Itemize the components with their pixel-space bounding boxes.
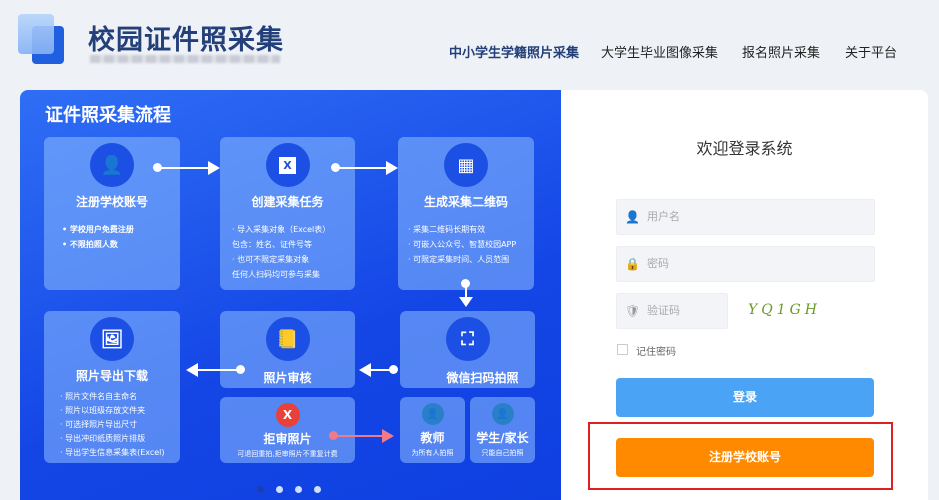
step-reject: X 拒审照片 可退回重拍,拒审照片不重复计费 [220,397,355,463]
highlight-box [588,422,893,490]
step-item: · 也可不限定采集对象 [232,255,310,264]
step-review: 📒 照片审核 [220,311,355,388]
site-title: 校园证件照采集 [88,25,284,56]
step-item: · 可选择照片导出尺寸 [60,420,138,429]
step-title: 拒审照片 [263,432,312,446]
shield-icon: 🛡 [625,304,641,318]
image-download-icon: 🖼 [90,317,134,361]
step-item: • 不限拍照人数 [62,240,118,249]
step-item: · 导出冲印纸质照片排版 [60,434,146,443]
step-title: 照片审核 [263,371,312,385]
step-item: · 可嵌入公众号、智慧校园APP [408,240,517,249]
role-title: 教师 [420,431,445,445]
nav-registration-photo[interactable]: 报名照片采集 [742,46,821,61]
carousel-dot-active[interactable] [257,486,264,493]
scan-icon: ⛶ [445,317,490,361]
step-create-task: X 创建采集任务 · 导入采集对象（Excel表） 包含：姓名、证件号等 · 也可… [220,137,355,290]
step-title: 微信扫码拍照 [446,371,519,385]
step-register: 👤 注册学校账号 • 学校用户免费注册 • 不限拍照人数 [44,137,180,290]
remember-checkbox[interactable] [617,344,628,355]
captcha-input[interactable]: 🛡验证码 [616,293,728,329]
carousel-dot[interactable] [276,486,283,493]
step-wechat-scan: ⛶ 微信扫码拍照 [400,311,535,388]
arrow-right-icon [331,161,398,175]
role-desc: 为所有人拍照 [411,449,454,457]
arrow-left-icon [359,363,398,377]
step-desc: 可退回重拍,拒审照片不重复计费 [237,450,338,458]
arrow-right-icon [153,161,220,175]
step-qr-code: ▦ 生成采集二维码 · 采集二维码长期有效 · 可嵌入公众号、智慧校园APP · 可… [398,137,534,290]
username-input[interactable]: 👤用户名 [616,199,875,235]
step-item: · 照片以班级存放文件夹 [60,406,146,415]
step-export: 🖼 照片导出下载 · 照片文件名自主命名 · 照片以班级存放文件夹 · 可选择照片导… [44,311,180,463]
step-item: · 照片文件名自主命名 [60,392,138,401]
step-item: · 可限定采集时间、人员范围 [408,255,510,264]
teacher-icon: 👤 [421,403,444,425]
carousel-dot[interactable] [295,486,302,493]
arrow-left-icon [186,363,245,377]
captcha-image[interactable]: YQ1GH [748,302,822,318]
flow-title: 证件照采集流程 [45,105,171,126]
step-item: · 采集二维码长期有效 [408,225,486,234]
remember-label: 记住密码 [636,347,676,358]
step-item: · 导入采集对象（Excel表） [232,225,331,234]
lock-icon: 🔒 [625,257,640,271]
register-button[interactable]: 注册学校账号 [616,438,874,477]
arrow-right-icon [329,429,394,443]
welcome-heading: 欢迎登录系统 [696,139,793,158]
step-title: 创建采集任务 [251,195,324,209]
login-button[interactable]: 登录 [616,378,874,417]
carousel-dot[interactable] [314,486,321,493]
step-item: 任何人扫码均可参与采集 [232,270,320,279]
step-title: 注册学校账号 [75,195,148,209]
reject-x-icon: X [275,403,300,427]
user-icon: 👤 [625,210,640,224]
student-icon: 👤 [491,403,514,425]
blurred-subtitle [90,55,280,63]
step-item: · 导出学生信息采集表(Excel) [60,448,165,457]
role-student: 👤 学生/家长 只能自己拍照 [470,397,535,463]
step-item: 包含：姓名、证件号等 [232,240,312,249]
password-input[interactable]: 🔒密码 [616,246,875,282]
step-title: 照片导出下载 [75,369,148,383]
user-add-icon: 👤 [90,143,134,187]
step-item: • 学校用户免费注册 [62,225,134,234]
logo [18,14,66,64]
excel-file-icon: X [265,143,310,187]
role-title: 学生/家长 [476,431,529,445]
qr-code-icon: ▦ [444,143,488,187]
role-desc: 只能自己拍照 [481,449,524,457]
nav-graduation-photo[interactable]: 大学生毕业图像采集 [601,46,719,61]
contact-book-icon: 📒 [265,317,310,361]
role-teacher: 👤 教师 为所有人拍照 [400,397,465,463]
step-title: 生成采集二维码 [423,195,508,209]
arrow-down-icon [459,279,473,307]
nav-about[interactable]: 关于平台 [845,46,898,61]
nav-k12-photo[interactable]: 中小学生学籍照片采集 [449,46,580,61]
